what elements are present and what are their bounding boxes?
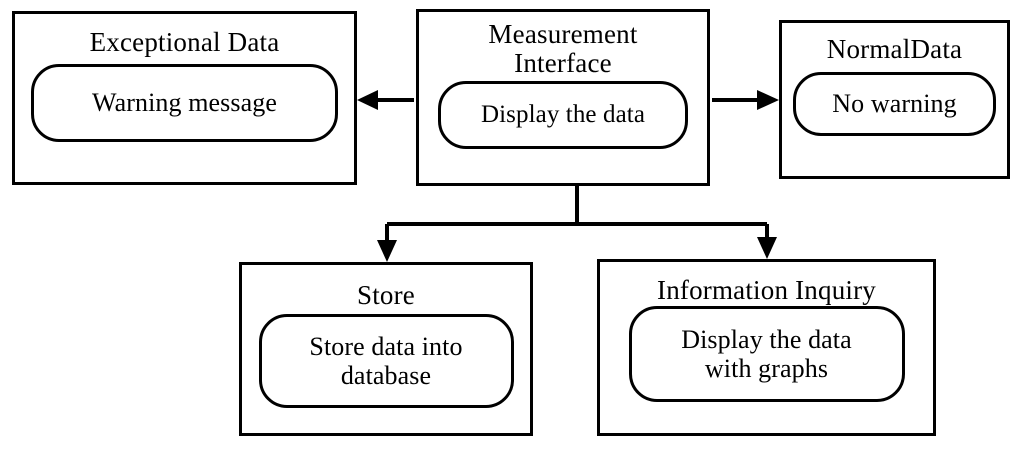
node-information-inquiry[interactable]: Information Inquiry Display the data wit… (597, 259, 936, 436)
node-measurement-interface[interactable]: Measurement Interface Display the data (416, 9, 710, 186)
node-normal-data-inner-label: No warning (793, 71, 996, 136)
node-exceptional-data-inner-label: Warning message (31, 63, 338, 142)
node-information-inquiry-title: Information Inquiry (657, 275, 876, 305)
node-measurement-interface-title: Measurement Interface (488, 19, 638, 78)
node-exceptional-data-title: Exceptional Data (89, 27, 280, 57)
node-normal-data-title: NormalData (826, 34, 963, 64)
node-store-title: Store (357, 280, 415, 310)
arrowhead-down-icon (377, 240, 397, 262)
node-exceptional-data[interactable]: Exceptional Data Warning message (12, 11, 357, 185)
arrowhead-down-icon (757, 237, 777, 259)
node-measurement-interface-inner-label: Display the data (438, 81, 688, 150)
node-store-inner-label: Store data into database (258, 313, 514, 408)
node-normal-data[interactable]: NormalData No warning (779, 20, 1010, 179)
edge-measurement-to-exceptional (357, 90, 414, 110)
arrowhead-right-icon (757, 90, 779, 110)
edge-bus-to-store (377, 224, 397, 262)
edge-measurement-to-normal (712, 90, 779, 110)
edge-measurement-to-bottom-bus (387, 186, 767, 226)
arrowhead-left-icon (357, 90, 378, 110)
node-store[interactable]: Store Store data into database (239, 262, 533, 436)
node-information-inquiry-inner-label: Display the data with graphs (628, 305, 905, 402)
edge-bus-to-inquiry (757, 224, 777, 259)
